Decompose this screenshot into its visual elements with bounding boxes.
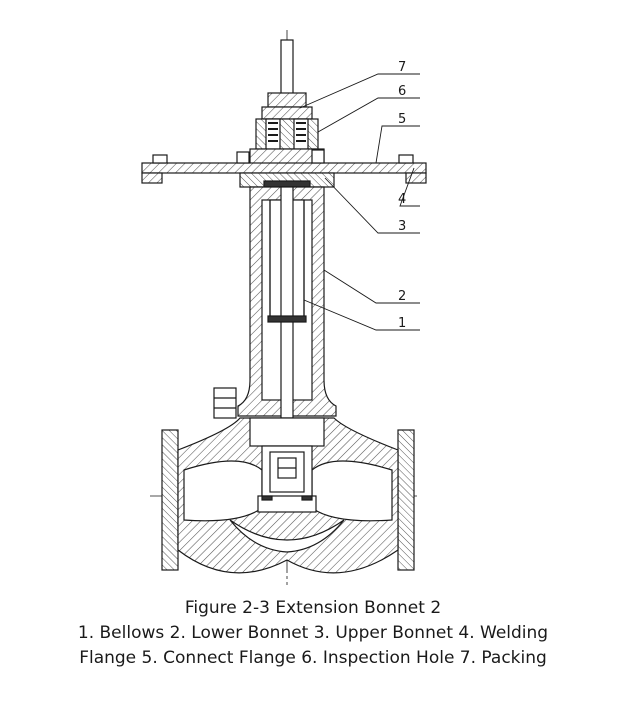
figure-title: Figure 2-3 Extension Bonnet 2 [184, 598, 442, 618]
valve-body [161, 417, 415, 574]
callout-3: 3 [398, 219, 406, 234]
side-nut [213, 387, 237, 419]
packing-assembly [249, 92, 325, 166]
callout-7: 7 [398, 60, 406, 75]
leader-lines [299, 73, 420, 331]
legend-line-1: 1. Bellows 2. Lower Bonnet 3. Upper Bonn… [77, 623, 549, 643]
callout-2: 2 [398, 289, 406, 304]
callout-4: 4 [398, 192, 406, 207]
callout-5: 5 [398, 112, 406, 127]
lower-bonnet [237, 186, 337, 448]
valve-section-drawing: 7 6 5 4 3 2 1 [141, 30, 427, 585]
legend-line-2: Flange 5. Connect Flange 6. Inspection H… [79, 648, 547, 668]
callout-1: 1 [398, 316, 406, 331]
callout-6: 6 [398, 84, 406, 99]
